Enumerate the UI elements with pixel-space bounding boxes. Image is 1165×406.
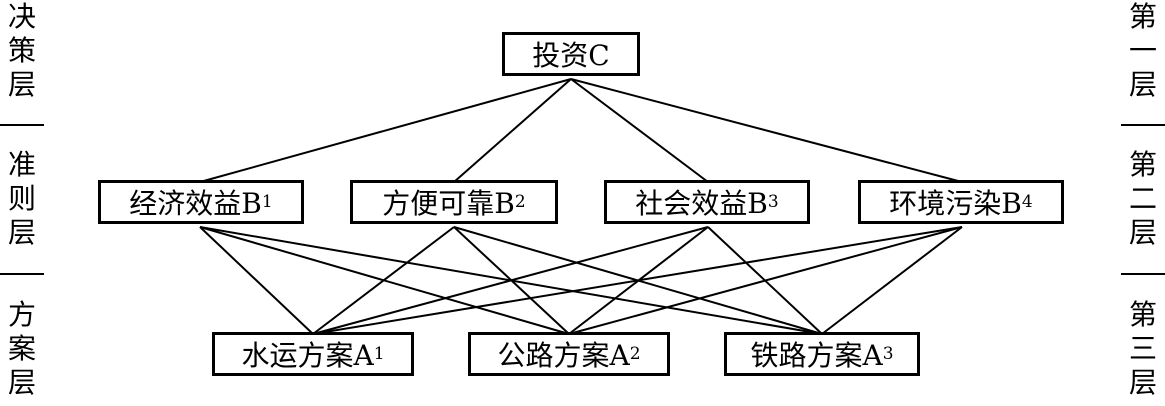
criterion-label: 环境污染B bbox=[889, 187, 1022, 220]
alternative-subscript: 3 bbox=[882, 344, 894, 364]
criterion-subscript: 4 bbox=[1021, 192, 1033, 212]
layer-label-alternatives: 方 案 层 bbox=[7, 298, 36, 399]
layer-label-third: 第 三 层 bbox=[1128, 298, 1157, 399]
alternative-label: 水运方案A bbox=[241, 339, 374, 372]
criterion-subscript: 2 bbox=[514, 192, 526, 212]
layer-label-second: 第 二 层 bbox=[1128, 148, 1157, 249]
criterion-label: 经济效益B bbox=[129, 187, 262, 220]
criterion-alternative-link bbox=[312, 226, 709, 335]
goal-node: 投资C bbox=[502, 32, 640, 76]
alternative-subscript: 2 bbox=[629, 344, 641, 364]
goal-criterion-link bbox=[199, 78, 572, 183]
alternative-subscript: 1 bbox=[373, 344, 385, 364]
criterion-alternative-link bbox=[312, 226, 455, 335]
goal-label: 投资C bbox=[532, 39, 610, 72]
layer-divider bbox=[0, 273, 44, 275]
layer-divider bbox=[1121, 124, 1165, 126]
layer-label-first: 第 一 层 bbox=[1128, 0, 1157, 101]
layer-divider bbox=[0, 124, 44, 126]
criterion-alternative-link bbox=[568, 226, 963, 335]
criterion-alternative-link bbox=[199, 226, 314, 335]
goal-criterion-link bbox=[570, 78, 709, 183]
criterion-alternative-link bbox=[821, 226, 963, 335]
criterion-subscript: 3 bbox=[767, 192, 779, 212]
criterion-label: 方便可靠B bbox=[382, 187, 515, 220]
goal-criterion-link bbox=[453, 78, 572, 183]
alternative-label: 铁路方案A bbox=[750, 339, 883, 372]
criterion-alternative-link bbox=[312, 226, 963, 335]
criterion-label: 社会效益B bbox=[635, 187, 768, 220]
layer-divider bbox=[1121, 273, 1165, 275]
criterion-subscript: 1 bbox=[261, 192, 273, 212]
layer-label-criteria: 准 则 层 bbox=[7, 148, 36, 249]
alternative-label: 公路方案A bbox=[497, 339, 630, 372]
goal-criterion-link bbox=[570, 78, 963, 183]
layer-label-decision: 决 策 层 bbox=[7, 0, 36, 101]
